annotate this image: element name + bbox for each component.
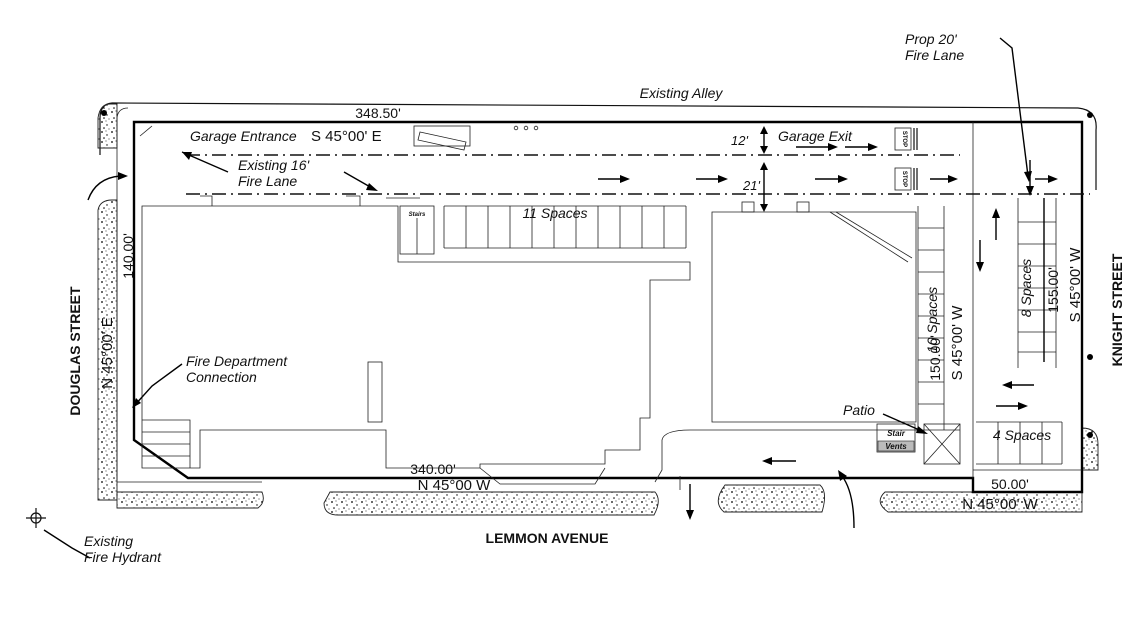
left-length-label: 140.00' bbox=[120, 233, 136, 279]
existing-fire-lane-label-2: Fire Lane bbox=[238, 173, 297, 189]
lemmon-sidewalk-right bbox=[879, 491, 1083, 513]
douglas-sidewalk-upper bbox=[97, 103, 118, 149]
spaces-10-label: 10 Spaces bbox=[924, 287, 940, 353]
parking-10 bbox=[917, 206, 945, 430]
knight-sidewalk bbox=[1081, 427, 1099, 471]
fdc-label-1: Fire Department bbox=[186, 353, 288, 369]
stair-vents bbox=[876, 423, 961, 465]
lane-12-label: 12' bbox=[731, 133, 748, 148]
bottom-bearing-label: N 45°00 W bbox=[418, 477, 492, 494]
lemmon-sidewalk-left bbox=[116, 491, 264, 509]
alley-label: Existing Alley bbox=[640, 85, 724, 101]
traffic-arrows bbox=[87, 143, 1058, 529]
top-length-label: 348.50' bbox=[355, 105, 401, 121]
fire-lane-lines bbox=[186, 154, 1090, 195]
lane-21-label: 21' bbox=[742, 178, 760, 193]
patio-label: Patio bbox=[843, 402, 875, 418]
fdc-label-2: Connection bbox=[186, 369, 257, 385]
parking-4 bbox=[976, 421, 1063, 465]
stop-label-lower: STOP bbox=[901, 171, 907, 187]
inner-bearing-label: S 45°00' W bbox=[949, 305, 966, 381]
parking-11 bbox=[399, 205, 687, 255]
stop-bars bbox=[894, 127, 918, 191]
right-length-label: 155.00' bbox=[1045, 267, 1061, 313]
spaces-4-label: 4 Spaces bbox=[993, 427, 1051, 443]
top-bearing-label: S 45°00' E bbox=[311, 128, 382, 145]
douglas-street-label: DOUGLAS STREET bbox=[67, 286, 83, 416]
inner-length-label: 150.00' bbox=[927, 335, 943, 381]
spaces-8-label: 8 Spaces bbox=[1018, 259, 1034, 317]
stairs-label: Stairs bbox=[409, 212, 426, 218]
garage-entrance-label: Garage Entrance bbox=[190, 128, 297, 144]
corner-markers bbox=[101, 110, 1093, 438]
fire-hydrant-icon bbox=[26, 508, 46, 528]
left-bearing-label: N 45°00' E bbox=[99, 317, 116, 388]
main-building bbox=[141, 205, 691, 469]
existing-fire-lane-label-1: Existing 16' bbox=[238, 157, 310, 173]
prop-fire-lane-label-1: Prop 20' bbox=[905, 31, 958, 47]
east-building bbox=[711, 211, 917, 423]
hydrant-label-1: Existing bbox=[84, 533, 133, 549]
lemmon-sidewalk-mid bbox=[323, 491, 659, 516]
prop-fire-lane-label-2: Fire Lane bbox=[905, 47, 964, 63]
garage-exit-label: Garage Exit bbox=[778, 128, 853, 144]
lemmon-avenue-label: LEMMON AVENUE bbox=[486, 530, 609, 546]
vents-label: Vents bbox=[885, 442, 907, 451]
knight-street-label: KNIGHT STREET bbox=[1109, 253, 1125, 366]
parking-8 bbox=[1017, 198, 1057, 368]
dimension-marks bbox=[43, 37, 1045, 559]
stair-label: Stair bbox=[887, 429, 906, 438]
right-bearing-label: S 45°00' W bbox=[1067, 247, 1084, 323]
stop-label-upper: STOP bbox=[901, 131, 907, 147]
lemmon-sidewalk-island bbox=[717, 484, 825, 513]
buildings bbox=[139, 125, 917, 485]
spaces-11-label: 11 Spaces bbox=[522, 205, 587, 221]
property-boundary bbox=[116, 107, 1084, 494]
bottom-length-label: 340.00' bbox=[410, 461, 456, 477]
hydrant-label-2: Fire Hydrant bbox=[84, 549, 162, 565]
corner-length-label: 50.00' bbox=[991, 476, 1029, 492]
labels: Existing Alley DOUGLAS STREET KNIGHT STR… bbox=[67, 31, 1125, 565]
corner-bearing-label: N 45°00' W bbox=[962, 496, 1038, 513]
